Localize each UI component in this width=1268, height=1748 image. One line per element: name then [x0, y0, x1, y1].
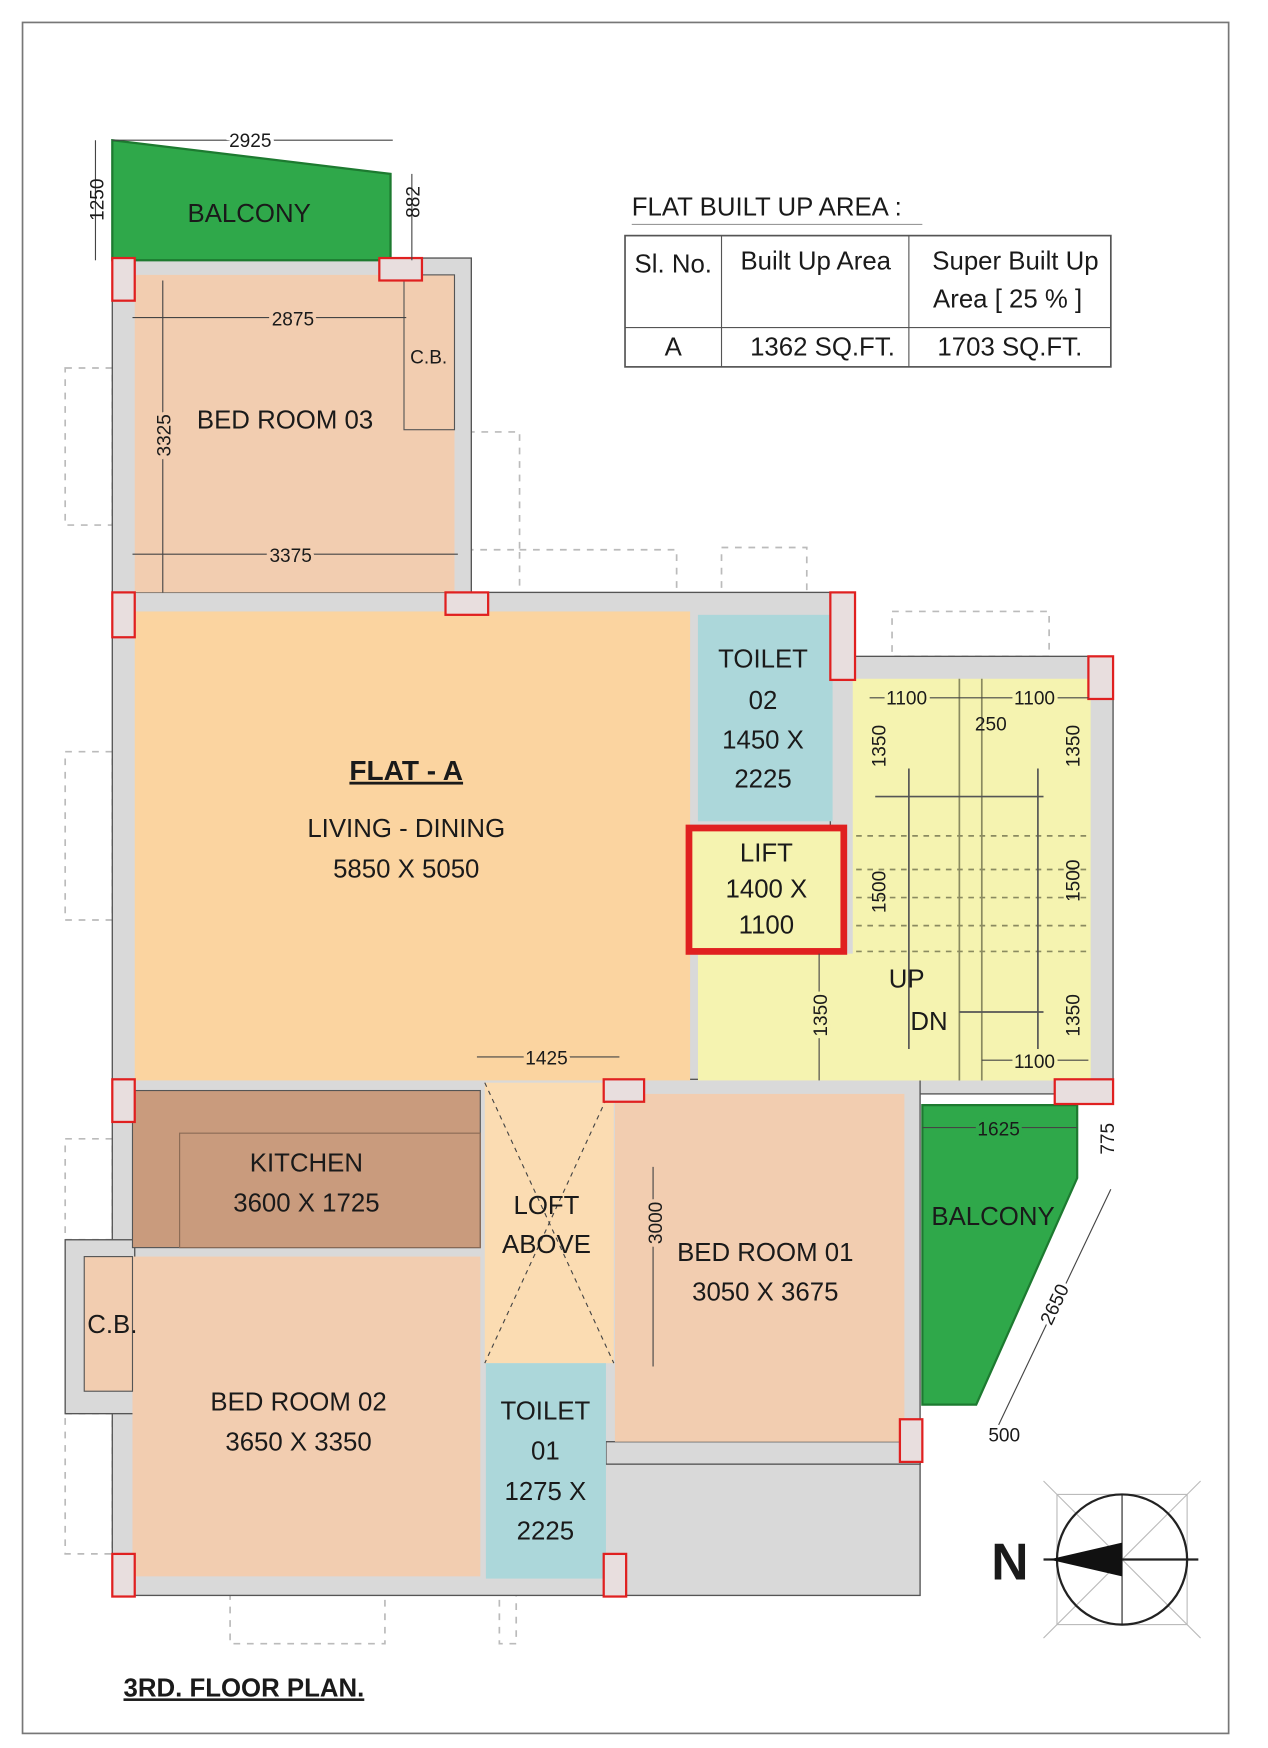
north-compass: N	[991, 1480, 1201, 1639]
dimension-lines	[94, 139, 1112, 1426]
bedroom-03-label: BED ROOM 03	[197, 407, 373, 435]
bedroom-01	[614, 1093, 905, 1442]
bedroom-01-label: BED ROOM 01	[677, 1239, 853, 1267]
lift-size-b: 1100	[739, 911, 794, 939]
dim-1250: 1250	[87, 178, 108, 220]
toilet-01-label: TOILET	[500, 1397, 590, 1425]
dim-882: 882	[404, 186, 425, 218]
columns	[111, 256, 1115, 1598]
lift-label: LIFT	[740, 840, 793, 868]
flat-title: FLAT - A	[349, 755, 463, 786]
lift	[685, 824, 848, 955]
living-dining	[134, 611, 691, 1081]
bedroom-01-size: 3050 X 3675	[692, 1278, 838, 1306]
toilet-01-labels: TOILET 01 1275 X 2225	[500, 1397, 590, 1545]
header-built-up-area: Built Up Area	[740, 247, 891, 275]
cupboard-left-label: C.B.	[87, 1311, 137, 1339]
dim-775: 775	[1098, 1123, 1119, 1155]
balcony-right	[921, 1104, 1079, 1406]
cupboard-top	[403, 274, 456, 431]
toilet-01-number: 01	[531, 1438, 560, 1466]
bedroom-02-label: BED ROOM 02	[210, 1388, 386, 1416]
kitchen-size: 3600 X 1725	[233, 1190, 379, 1218]
dim-1100-c: 1100	[1014, 1052, 1055, 1073]
kitchen	[131, 1089, 481, 1249]
cell-super-built-up: 1703 SQ.FT.	[937, 334, 1082, 362]
staircase	[852, 678, 1091, 1081]
dim-500: 500	[988, 1426, 1020, 1447]
stair-up-label: UP	[889, 965, 925, 993]
toilet-01-size-b: 2225	[517, 1517, 574, 1545]
dim-1100-a: 1100	[886, 689, 927, 710]
dim-3000: 3000	[646, 1202, 667, 1244]
balcony-right-label: BALCONY	[931, 1203, 1054, 1231]
dim-2925: 2925	[229, 131, 271, 152]
header-super-built-up: Super Built Up	[932, 247, 1098, 275]
bedroom-02	[132, 1256, 481, 1577]
dim-3325: 3325	[155, 414, 176, 456]
toilet-02	[697, 614, 833, 822]
toilet-01-size-a: 1275 X	[504, 1478, 586, 1506]
toilet-02-size-a: 1450 X	[722, 726, 804, 754]
dim-1625: 1625	[977, 1119, 1019, 1140]
bedroom-02-size: 3650 X 3350	[225, 1429, 371, 1457]
bedroom-03	[134, 274, 455, 593]
stair-down-label: DN	[910, 1008, 947, 1036]
cell-built-up: 1362 SQ.FT.	[750, 334, 895, 362]
dim-250: 250	[975, 714, 1007, 735]
north-arrow-icon	[1049, 1542, 1123, 1577]
table-title: FLAT BUILT UP AREA :	[632, 193, 902, 221]
dimension-labels: 2925 1250 882 2875 3325 3375 1100 1100 2…	[87, 128, 1119, 1447]
cupboard-top-label: C.B.	[410, 348, 447, 369]
dim-2650: 2650	[1037, 1281, 1074, 1328]
living-size: 5850 X 5050	[333, 855, 479, 883]
dim-1425: 1425	[525, 1049, 567, 1070]
dim-1100-b: 1100	[1014, 689, 1055, 710]
dim-1500-a: 1500	[869, 871, 890, 913]
dim-1350-c: 1350	[811, 994, 832, 1036]
toilet-02-size-b: 2225	[734, 766, 791, 794]
balcony-top-label: BALCONY	[188, 200, 311, 228]
dim-3375: 3375	[269, 546, 311, 567]
toilet-02-labels: TOILET 02 1450 X 2225	[718, 646, 808, 794]
kitchen-label: KITCHEN	[250, 1149, 363, 1177]
dim-1500-b: 1500	[1063, 860, 1084, 902]
header-super-area: Area [ 25 % ]	[933, 285, 1082, 313]
north-label: N	[991, 1533, 1028, 1591]
dim-1350-b: 1350	[1063, 725, 1084, 767]
toilet-02-number: 02	[749, 687, 778, 715]
cupboard-left	[83, 1256, 134, 1392]
built-up-area-table: FLAT BUILT UP AREA : Sl. No. Built Up Ar…	[624, 193, 1112, 368]
loft-label: LOFT	[514, 1192, 580, 1220]
dim-2875: 2875	[272, 309, 314, 330]
sheet-border	[21, 21, 1230, 1735]
dim-1350-d: 1350	[1063, 994, 1084, 1036]
living-label: LIVING - DINING	[307, 815, 505, 843]
header-sl-no: Sl. No.	[635, 251, 712, 279]
dim-1350-a: 1350	[869, 725, 890, 767]
toilet-01	[485, 1363, 606, 1579]
lift-size-a: 1400 X	[726, 876, 808, 904]
toilet-02-label: TOILET	[718, 646, 808, 674]
cell-sl-no: A	[665, 334, 683, 362]
loft-label-above: ABOVE	[502, 1231, 591, 1259]
stair-lines	[856, 678, 1091, 1081]
plan-title: 3RD. FLOOR PLAN.	[124, 1674, 365, 1702]
kitchen-counter	[179, 1132, 481, 1249]
